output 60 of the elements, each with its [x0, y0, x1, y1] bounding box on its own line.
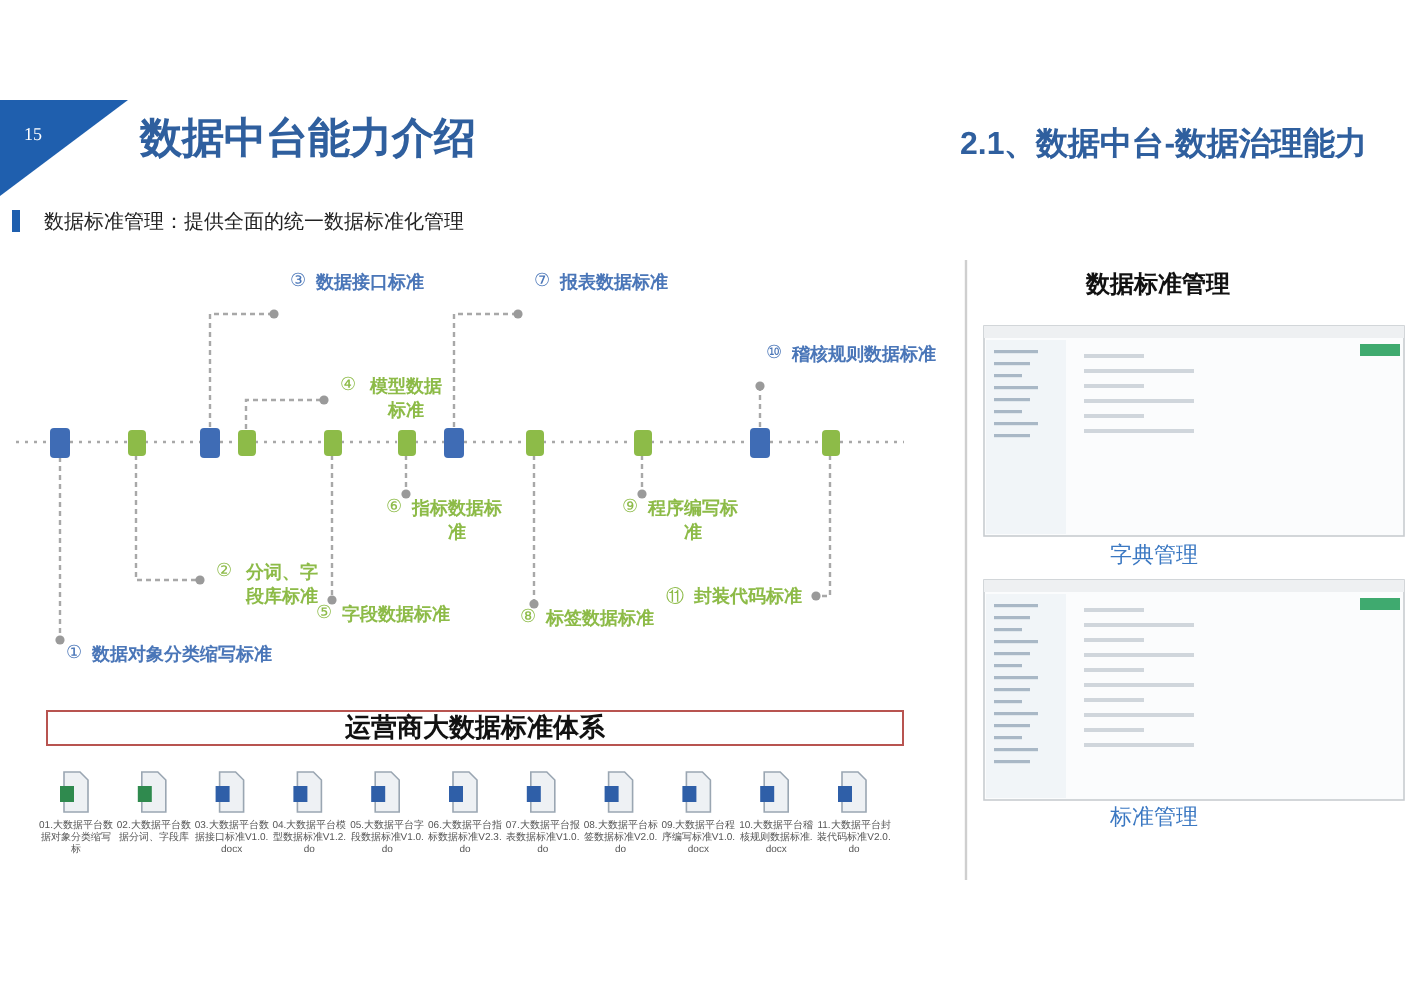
timeline-marker — [200, 427, 220, 457]
timeline-marker — [821, 429, 839, 455]
leader-line — [134, 455, 205, 585]
standard-label: 标签数据标准 — [546, 606, 655, 630]
leader-line — [401, 455, 411, 499]
timeline-line — [341, 440, 397, 444]
timeline-marker — [750, 427, 770, 457]
standard-label: 封装代码标准 — [694, 584, 802, 608]
standard-label: 数据对象分类缩写标准 — [92, 642, 273, 666]
callout-number: ② — [216, 560, 233, 582]
callout-number: ⑪ — [666, 584, 684, 610]
callout-number: ① — [66, 642, 83, 664]
standard-label: 数据接口标准 — [316, 270, 425, 294]
timeline-marker — [50, 427, 70, 457]
leader-line — [529, 455, 539, 609]
timeline-marker — [397, 429, 415, 455]
callout-number: ⑨ — [622, 496, 639, 518]
leader-line — [208, 309, 279, 427]
leader-line — [755, 381, 765, 427]
section-heading: 2.1、数据中台-数据治理能力 — [960, 125, 1368, 166]
standard-label: 模型数据标准 — [367, 374, 445, 422]
standard-label: 稽核规则数据标准 — [792, 342, 937, 366]
slide-title: 数据中台能力介绍 — [140, 114, 476, 166]
leader-line — [637, 455, 647, 499]
timeline-line — [770, 440, 821, 444]
page-number: 15 — [24, 124, 42, 144]
title-box: 运营商大数据标准体系 — [46, 710, 904, 746]
callout-number: ⑧ — [520, 606, 537, 628]
callout-number: ③ — [290, 270, 307, 292]
timeline-marker — [525, 429, 543, 455]
standard-label: 字段数据标准 — [342, 602, 451, 626]
subtitle: 数据标准管理：提供全面的统一数据标准化管理 — [44, 209, 464, 236]
callout-number: ④ — [340, 374, 357, 396]
leader-line — [55, 457, 65, 645]
callout-number: ⑥ — [386, 496, 403, 518]
screenshot-caption: 字典管理 — [1110, 541, 1198, 570]
timeline-marker — [323, 429, 341, 455]
standard-label: 分词、字段库标准 — [243, 560, 319, 606]
callout-number: ⑩ — [766, 342, 783, 364]
timeline-line — [255, 440, 323, 444]
timeline-marker — [127, 429, 145, 455]
leader-line — [244, 395, 329, 429]
panel-title: 数据标准管理 — [1086, 268, 1230, 302]
timeline-line — [415, 440, 444, 444]
timeline-line — [543, 440, 633, 444]
callout-number: ⑦ — [534, 270, 551, 292]
callout-number: ⑤ — [316, 602, 333, 624]
timeline-marker — [237, 429, 255, 455]
timeline-marker — [444, 427, 464, 457]
standard-label: 指标数据标准 — [412, 496, 503, 544]
standard-label: 程序编写标准 — [648, 496, 739, 544]
timeline-marker — [633, 429, 651, 455]
timeline-line — [651, 440, 750, 444]
timeline-line — [464, 440, 525, 444]
leader-line — [811, 455, 832, 601]
standard-label: 报表数据标准 — [560, 270, 669, 294]
leader-line — [452, 309, 523, 427]
leader-line — [327, 455, 337, 605]
screenshot-caption: 标准管理 — [1110, 804, 1198, 832]
timeline-line — [70, 440, 127, 444]
